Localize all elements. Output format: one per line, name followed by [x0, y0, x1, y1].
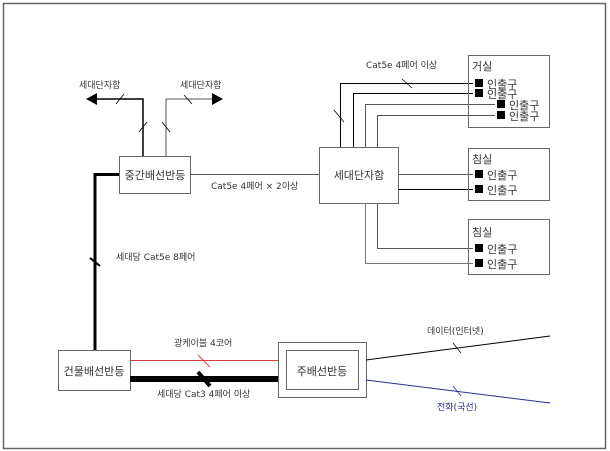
outlet-icon: [475, 259, 483, 267]
cable-bedroom2-b: [365, 203, 473, 264]
outlet-label: 인출구: [487, 258, 517, 271]
cable-label-cat5e-x2: Cat5e 4페어 × 2이상: [211, 181, 298, 192]
outlet-icon: [475, 170, 483, 178]
outlet-label: 인출구: [487, 88, 517, 101]
outlet-label: 인출구: [509, 99, 539, 112]
arrow-right-icon: [212, 93, 223, 105]
outlet-label: 인출구: [509, 110, 539, 123]
room-bedroom-1: 침실 인출구 인출구: [468, 148, 550, 201]
cable-bedroom2-a: [377, 203, 473, 249]
outlet-icon: [475, 185, 483, 193]
household-box-label: 세대단자함: [334, 169, 385, 182]
branch-label-left: 세대단자함: [79, 80, 120, 91]
cables-living-room: [340, 83, 495, 147]
cable-label-phone: 전화(국선): [437, 402, 477, 413]
cable-label-cat5e-4pair: Cat5e 4페어 이상: [366, 60, 437, 71]
branch-right: [161, 93, 223, 156]
room-name: 거실: [472, 60, 492, 73]
building-panel-label: 건물배선반등: [64, 365, 125, 378]
cable-label-cat5e-8pair: 세대당 Cat5e 8페어: [116, 252, 195, 263]
cable-label-data: 데이터(인터넷): [427, 326, 484, 337]
outlet-icon: [475, 89, 483, 97]
cable-label-cat3: 세대당 Cat3 4페어 이상: [157, 389, 250, 400]
branch-label-right: 세대단자함: [180, 80, 221, 91]
cable-label-fiber: 광케이블 4코어: [174, 337, 232, 349]
main-panel-label: 주배선반등: [297, 365, 348, 378]
cable-data: [365, 335, 551, 361]
outlet-label: 인출구: [487, 243, 517, 256]
household-box: [319, 147, 399, 204]
intermediate-panel-label: 중간배선반등: [125, 169, 186, 182]
building-panel-box: [58, 350, 131, 391]
main-panel-inner-box: [286, 350, 359, 390]
room-name: 침실: [472, 153, 492, 166]
room-living: 거실 인출구 인출구 인출구 인출구: [468, 55, 550, 128]
room-bedroom-2: 침실 인출구 인출구: [468, 219, 550, 275]
cable-building-intermediate: [93, 173, 119, 350]
cable-phone: [365, 379, 551, 404]
arrow-left-icon: [86, 93, 97, 105]
intermediate-panel-box: [119, 156, 191, 194]
outlet-label: 인출구: [487, 184, 517, 197]
outlet-label: 인출구: [487, 169, 517, 182]
outlet-icon: [475, 244, 483, 252]
room-name: 침실: [472, 226, 492, 239]
branch-left: [86, 93, 148, 156]
outlet-icon: [497, 100, 505, 108]
outlet-icon: [475, 79, 483, 87]
outlet-label: 인출구: [487, 78, 517, 91]
outlet-icon: [497, 111, 505, 119]
